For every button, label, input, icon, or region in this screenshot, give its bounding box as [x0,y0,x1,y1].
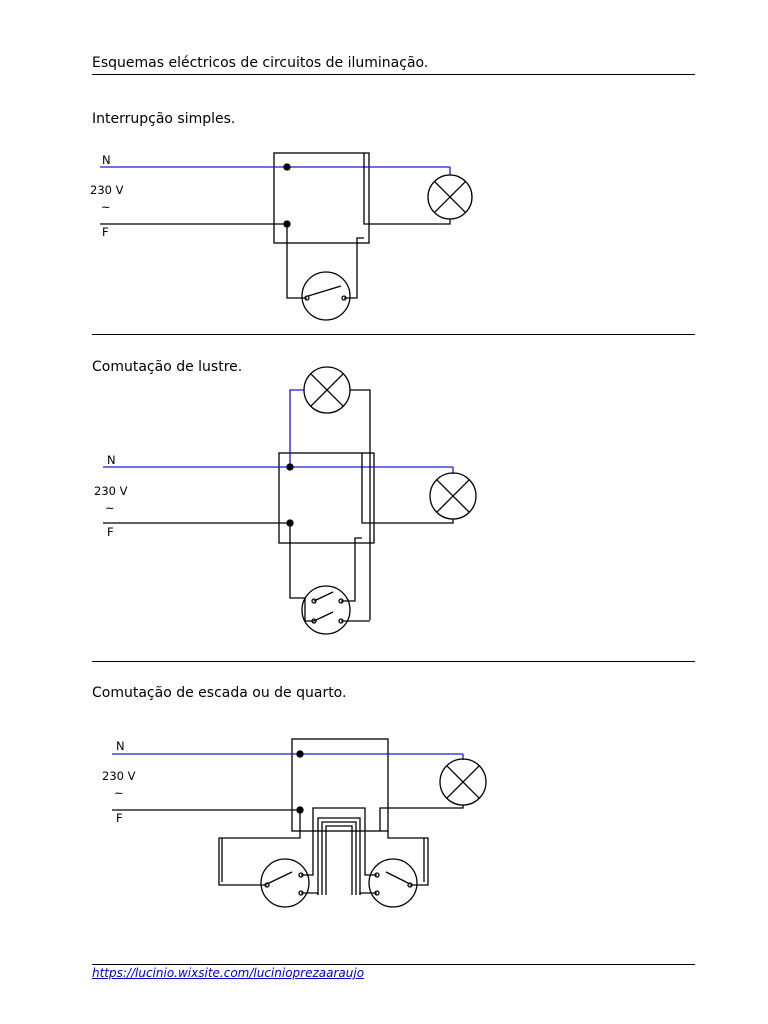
left-switch-feed-wire [218,810,301,886]
switch-feed-wire [289,523,314,622]
left-switch-icon [260,858,310,908]
section-3-voltage-label: 230 V [102,769,136,783]
section-2-voltage-label: 230 V [94,484,128,498]
section-divider-1 [92,334,695,335]
switch-icon [301,271,351,321]
section-1-ac-symbol: ~ [101,200,111,214]
double-switch-icon [301,585,351,635]
diagram-chandelier-switch [103,366,477,635]
neutral-wire-top-lamp [289,389,304,467]
junction-box [273,152,370,244]
left-switch-traveller-b [301,892,319,895]
junction-dot [296,750,304,758]
junction-dot [283,163,291,171]
section-divider-2 [92,661,695,662]
traveller-wire-inner-b [325,825,353,895]
right-switch-return-wire [387,831,429,886]
switch-return-wire [341,537,362,602]
footer-rule [92,964,695,965]
footer-link[interactable]: https://lucinio.wixsite.com/luciniopreza… [92,966,365,980]
lamp-return-wire [363,153,451,225]
junction-box [278,452,375,544]
diagram-staircase-switch [112,738,487,908]
traveller-wire-outer [312,807,366,831]
section-2-title: Comutação de lustre. [92,359,243,375]
section-3-ac-symbol: ~ [114,786,124,800]
lamp-return-wire [361,453,454,524]
page-title: Esquemas eléctricos de circuitos de ilum… [92,55,429,71]
switch-feed-wire [286,224,307,299]
lamp-icon [429,472,477,520]
right-switch-traveller-a [364,831,377,876]
top-lamp-return-wire [350,389,371,620]
lamp-return-wire [379,805,464,831]
switch-return-wire [344,237,364,299]
section-1-phase-label: F [102,225,109,239]
junction-box [291,738,389,832]
junction-dot [286,463,294,471]
section-3-title: Comutação de escada ou de quarto. [92,685,347,701]
diagram-simple-switch [100,152,473,321]
section-3-phase-label: F [116,811,123,825]
left-switch-traveller-a [301,831,314,876]
lamp-icon [439,758,487,806]
section-3-neutral-label: N [116,739,125,753]
section-2-ac-symbol: ~ [105,501,115,515]
section-2-phase-label: F [107,525,114,539]
right-switch-icon [368,858,418,908]
traveller-wire-inner [321,821,357,895]
section-1-title: Interrupção simples. [92,111,236,127]
lamp-icon [427,174,473,220]
section-2-neutral-label: N [107,453,116,467]
lamp-icon [303,366,351,414]
section-1-neutral-label: N [102,153,111,167]
right-switch-traveller-b [359,892,377,895]
header-rule [92,74,695,75]
traveller-wire-outer-b [317,817,361,895]
section-1-voltage-label: 230 V [90,183,124,197]
